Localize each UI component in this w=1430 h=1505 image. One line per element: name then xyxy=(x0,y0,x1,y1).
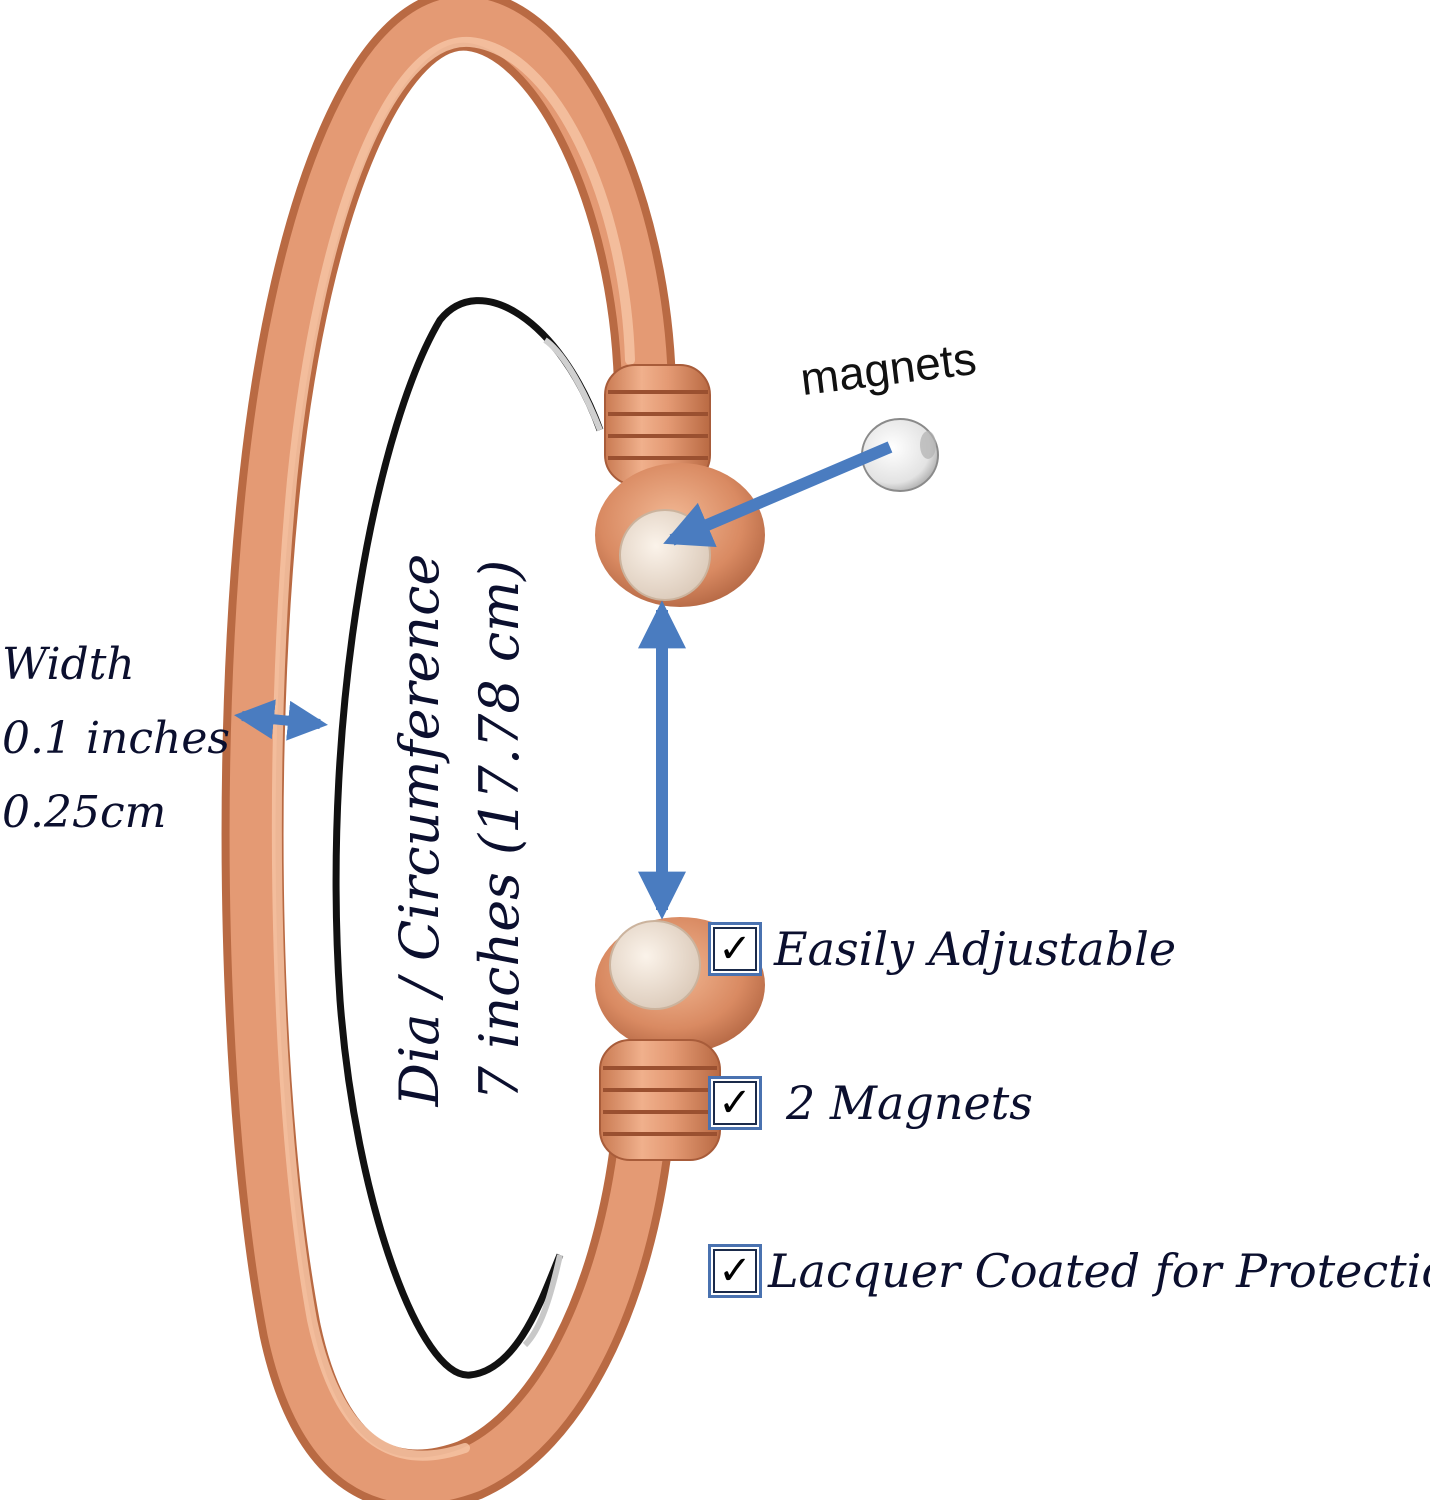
wire-highlight-lower xyxy=(522,1254,563,1348)
width-label: Width 0.1 inches 0.25cm xyxy=(2,628,230,850)
diameter-value: 7 inches (17.78 cm) xyxy=(468,559,531,1101)
wire-highlight xyxy=(543,337,603,432)
copper-bangle-face xyxy=(229,0,668,1504)
diameter-title: Dia / Circumference xyxy=(388,553,451,1107)
lower-magnet xyxy=(609,920,701,1010)
checkbox-icon: ✓ xyxy=(708,922,762,976)
width-inches: 0.1 inches xyxy=(2,713,230,764)
copper-bangle-shine xyxy=(271,36,635,1461)
feature-text: 2 Magnets xyxy=(786,1076,1033,1130)
width-arrow xyxy=(234,699,328,741)
feature-item: ✓ Easily Adjustable xyxy=(708,918,1176,980)
feature-text: Lacquer Coated for Protection xyxy=(768,1244,1430,1298)
checkbox-icon: ✓ xyxy=(708,1076,762,1130)
magnet-pointer-arrow xyxy=(663,441,893,548)
inner-wire xyxy=(332,297,604,1379)
upper-end-cap xyxy=(595,364,765,607)
width-cm: 0.25cm xyxy=(2,787,167,838)
feature-item: ✓ 2 Magnets xyxy=(708,1072,1033,1134)
checkbox-icon: ✓ xyxy=(708,1244,762,1298)
feature-text: Easily Adjustable xyxy=(774,922,1177,976)
feature-item: ✓ Lacquer Coated for Protection xyxy=(708,1240,1430,1302)
width-title: Width xyxy=(2,639,135,690)
diameter-label: Dia / Circumference 7 inches (17.78 cm) xyxy=(380,510,560,1150)
